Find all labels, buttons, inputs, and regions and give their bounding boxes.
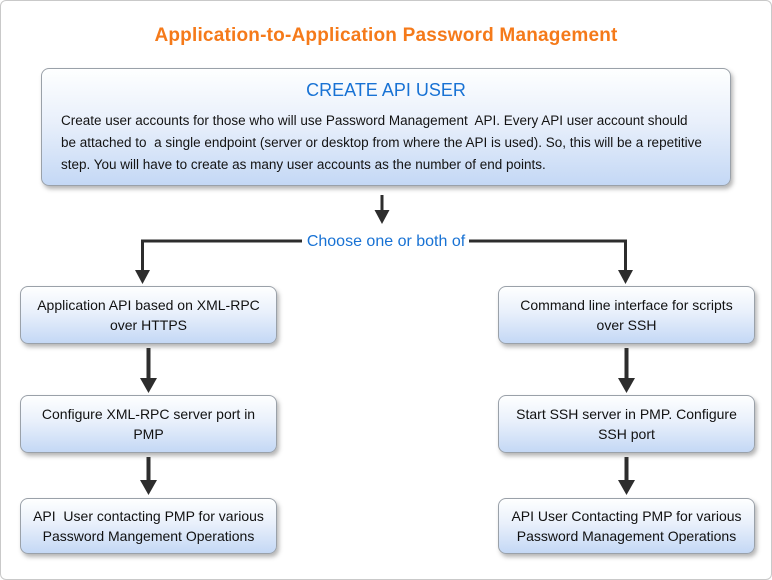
flow-box-api-user-contacting-pmp-right: API User Contacting PMP for various Pass… <box>498 498 755 554</box>
arrow-down-icon <box>618 348 635 393</box>
flow-box-start-ssh-server: Start SSH server in PMP. Configure SSH p… <box>498 395 755 453</box>
flow-box-xml-rpc-api: Application API based on XML-RPC over HT… <box>20 286 277 344</box>
flow-box-label: Application API based on XML-RPC <box>37 297 260 313</box>
diagram-title: Application-to-Application Password Mana… <box>154 25 618 46</box>
arrow-down-icon <box>618 457 635 495</box>
flow-box-configure-xml-rpc-port: Configure XML-RPC server port in PMP <box>20 395 277 453</box>
create-box-body: Create user accounts for those who will … <box>42 110 730 176</box>
flow-box-label: Command line interface for scripts <box>520 297 733 313</box>
create-box-body-line: be attached to a single endpoint (server… <box>61 135 702 150</box>
arrow-down-icon <box>140 348 157 393</box>
flow-box-label: Configure XML-RPC server port in <box>41 406 256 422</box>
flow-box-label: Start SSH server in PMP. Configure <box>516 406 737 422</box>
flow-box-label: SSH port <box>598 426 655 442</box>
flow-box-label: Password Management Operations <box>516 528 737 544</box>
flow-box-label: API User contacting PMP for various <box>33 508 264 524</box>
flow-box-label: Password Mangement Operations <box>42 528 255 544</box>
create-api-user-box: CREATE API USER Create user accounts for… <box>41 68 731 186</box>
create-box-body-line: step. You will have to create as many us… <box>61 157 546 172</box>
create-box-heading: CREATE API USER <box>306 80 466 100</box>
flow-box-label: over HTTPS <box>109 317 187 333</box>
arrow-down-icon <box>374 195 390 224</box>
flow-box-label: PMP <box>133 426 164 442</box>
flow-box-label: API User Contacting PMP for various <box>511 508 742 524</box>
flow-box-cli-ssh: Command line interface for scripts over … <box>498 286 755 344</box>
arrow-down-icon <box>140 457 157 495</box>
create-box-body-line: Create user accounts for those who will … <box>61 113 688 128</box>
choose-label: Choose one or both of <box>306 233 466 250</box>
flow-box-api-user-contacting-pmp-left: API User contacting PMP for various Pass… <box>20 498 277 554</box>
flow-box-label: over SSH <box>596 317 657 333</box>
